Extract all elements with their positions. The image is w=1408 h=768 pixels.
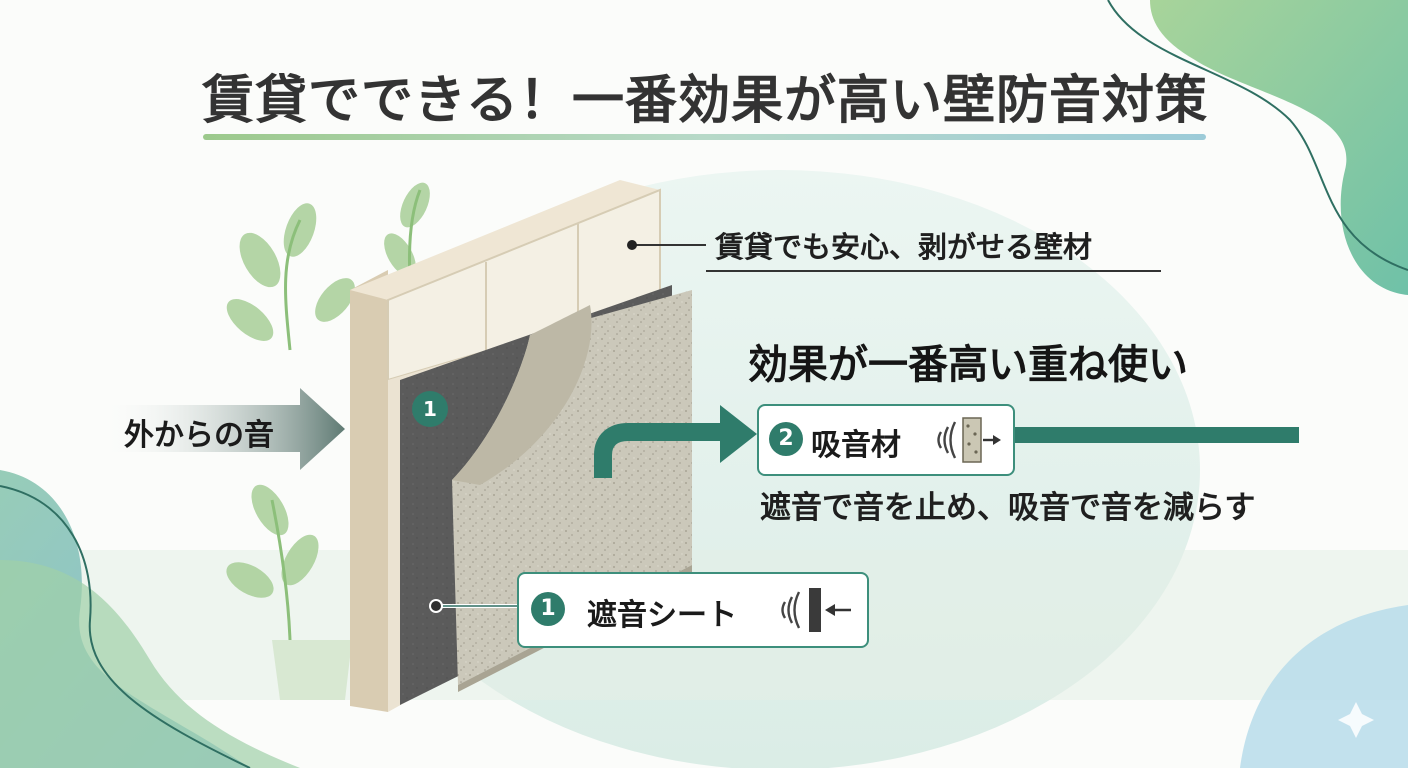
wallpaper-label-underline bbox=[706, 270, 1161, 272]
sheet-callout: 1 遮音シート bbox=[517, 572, 869, 648]
caption-text: 遮音で音を止め、吸音で音を減らす bbox=[760, 490, 1256, 526]
layering-heading: 効果が一番高い重ね使い bbox=[748, 342, 1188, 388]
panel-marker-badge: 1 bbox=[412, 391, 448, 427]
callout-number-badge: 1 bbox=[531, 592, 565, 626]
wallpaper-label: 賃貸でも安心、剥がせる壁材 bbox=[715, 230, 1093, 264]
outside-sound-label: 外からの音 bbox=[124, 418, 274, 453]
absorber-callout: 2 吸音材 bbox=[757, 404, 1015, 476]
callout-number-badge: 2 bbox=[769, 422, 803, 456]
sound-absorb-icon bbox=[937, 417, 1001, 463]
sparkle-icon bbox=[1338, 702, 1374, 738]
page-title: 賃貸でできる！一番効果が高い壁防音対策 bbox=[202, 71, 1208, 131]
absorber-label: 吸音材 bbox=[811, 428, 901, 463]
title-underline bbox=[203, 134, 1206, 140]
sound-block-icon bbox=[781, 588, 851, 632]
sheet-label: 遮音シート bbox=[587, 598, 737, 633]
